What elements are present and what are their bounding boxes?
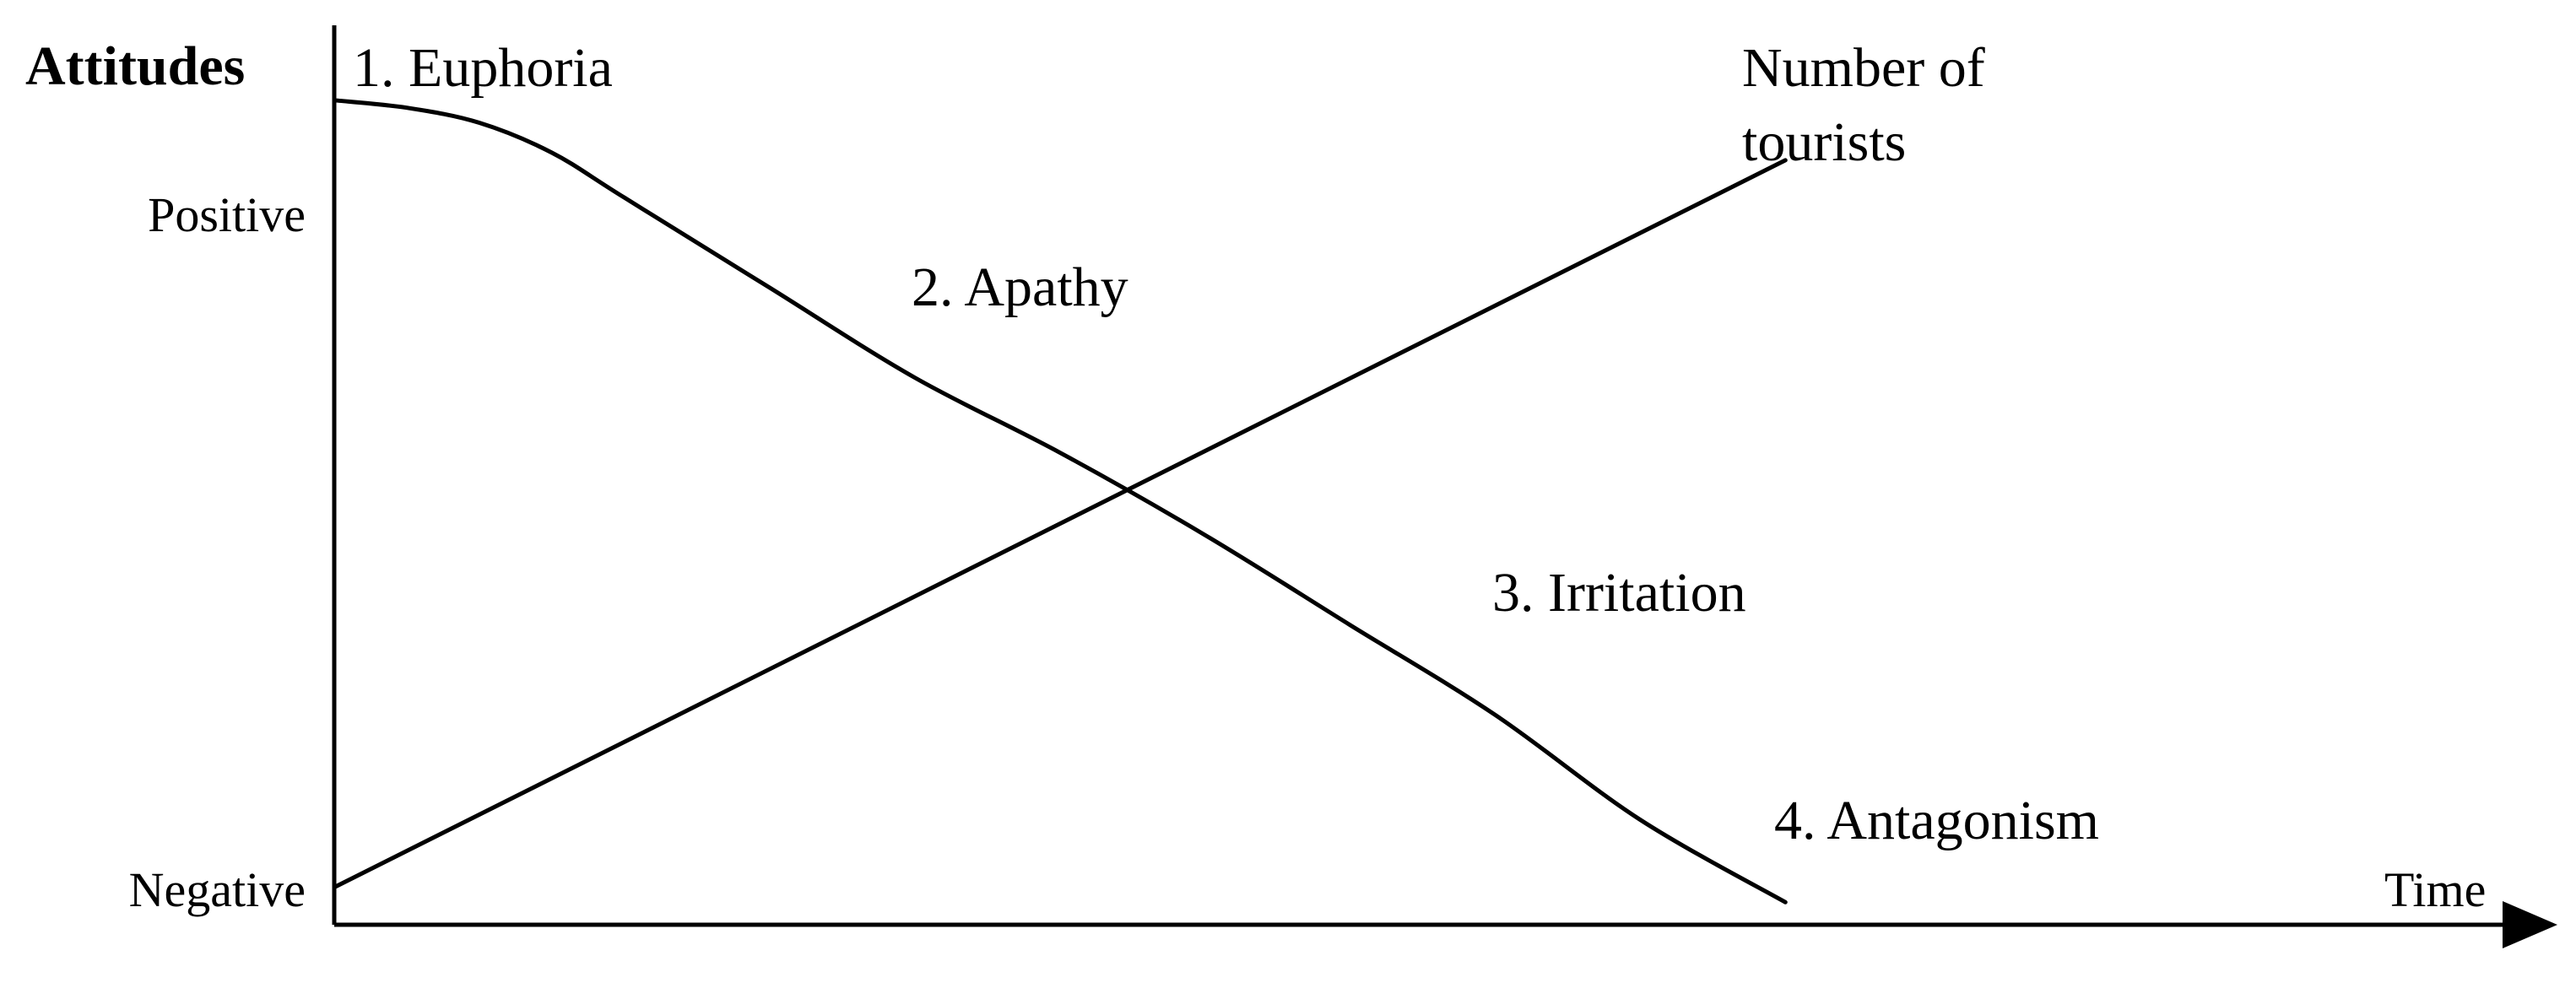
tourist-count-line [332,158,1788,890]
tourist-series-label-line1: Number of [1742,37,1985,99]
tourist-series-label-line2: tourists [1742,111,1906,173]
stage-label-irritation: 3. Irritation [1492,562,1746,624]
x-axis-arrowhead [2503,901,2557,948]
stage-label-euphoria: 1. Euphoria [353,37,613,99]
tourist-series-label: Number of tourists [1742,37,1999,173]
stage-label-antagonism: 4. Antagonism [1774,790,2099,851]
attitude-curve [332,98,1788,904]
stage-label-apathy: 2. Apathy [912,256,1128,318]
y-tick-negative: Negative [129,862,306,917]
x-axis-title: Time [2384,862,2486,917]
y-tick-positive: Positive [148,187,306,242]
y-axis-title: Attitudes [25,35,245,97]
